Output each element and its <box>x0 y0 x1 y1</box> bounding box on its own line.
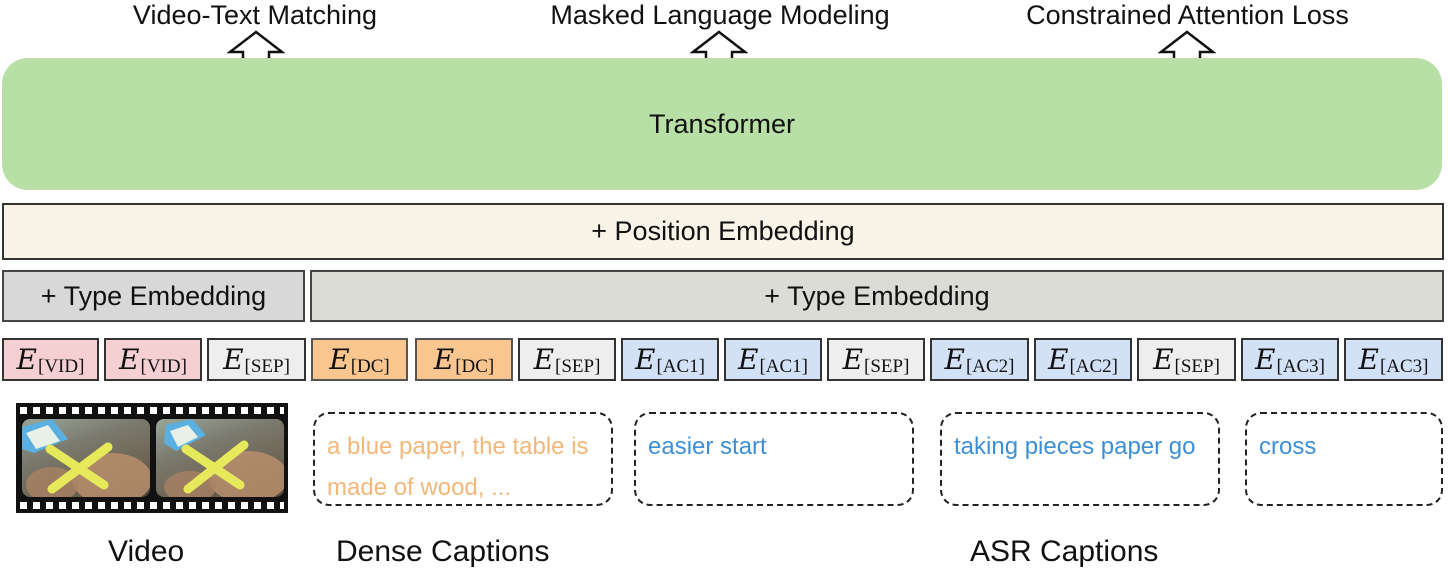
token-symbol: E <box>433 343 455 376</box>
token-symbol: E <box>842 343 864 376</box>
film-holes-bottom <box>20 502 284 509</box>
token-vid: E[VID] <box>2 338 99 381</box>
objective-video-text-matching: Video-Text Matching <box>132 0 378 30</box>
token-ac2: E[AC2] <box>930 338 1029 381</box>
film-holes-top <box>20 407 284 414</box>
video-filmstrip-image <box>16 403 288 513</box>
token-symbol: E <box>1047 343 1069 376</box>
token-subscript: [AC1] <box>656 355 705 377</box>
token-ac2: E[AC2] <box>1034 338 1132 381</box>
token-subscript: [VID] <box>38 355 85 377</box>
token-subscript: [AC2] <box>965 355 1015 377</box>
token-subscript: [SEP] <box>555 355 601 377</box>
token-sep: E[SEP] <box>518 338 616 381</box>
token-subscript: [SEP] <box>1174 355 1220 377</box>
token-subscript: [AC1] <box>759 355 808 377</box>
transformer-label: Transformer <box>648 108 796 139</box>
token-ac3: E[AC3] <box>1344 338 1443 381</box>
token-sep: E[SEP] <box>1137 338 1236 381</box>
position-embedding-label: + Position Embedding <box>591 216 855 246</box>
token-ac3: E[AC3] <box>1241 338 1339 381</box>
token-sep: E[SEP] <box>827 338 925 381</box>
asr-caption-box-1: easier start <box>634 412 914 506</box>
token-symbol: E <box>533 343 555 376</box>
token-symbol: E <box>119 343 140 376</box>
token-symbol: E <box>1358 343 1379 376</box>
token-dc: E[DC] <box>415 338 513 381</box>
asr-caption-box-2: taking pieces paper go <box>940 412 1220 506</box>
token-dc: E[DC] <box>311 338 408 381</box>
token-vid: E[VID] <box>104 338 202 381</box>
token-symbol: E <box>944 343 965 376</box>
token-ac1: E[AC1] <box>724 338 822 381</box>
token-subscript: [AC3] <box>1379 355 1429 377</box>
type-embedding-video: + Type Embedding <box>2 270 305 322</box>
token-symbol: E <box>634 343 656 376</box>
label-asr-captions: ASR Captions <box>970 535 1159 568</box>
transformer-block: Transformer <box>2 58 1442 190</box>
dense-caption-box: a blue paper, the table is made of wood,… <box>313 412 613 506</box>
position-embedding-bar: + Position Embedding <box>2 203 1444 260</box>
token-symbol: E <box>16 343 37 376</box>
token-symbol: E <box>329 343 350 376</box>
token-subscript: [AC3] <box>1276 355 1325 377</box>
asr-caption-text: easier start <box>648 433 767 460</box>
token-subscript: [DC] <box>350 355 390 377</box>
type-embedding-text: + Type Embedding <box>310 270 1444 322</box>
video-frame <box>22 419 150 497</box>
objective-masked-language-modeling: Masked Language Modeling <box>550 0 890 30</box>
label-video: Video <box>108 535 185 568</box>
label-dense-captions: Dense Captions <box>336 535 550 568</box>
token-symbol: E <box>223 343 244 376</box>
token-subscript: [AC2] <box>1069 355 1118 377</box>
token-ac1: E[AC1] <box>621 338 719 381</box>
type-embedding-video-label: + Type Embedding <box>40 280 267 311</box>
token-symbol: E <box>737 343 759 376</box>
token-sep: E[SEP] <box>207 338 306 381</box>
token-subscript: [SEP] <box>244 355 290 377</box>
token-subscript: [DC] <box>455 355 495 377</box>
token-subscript: [SEP] <box>864 355 910 377</box>
objective-constrained-attention-loss: Constrained Attention Loss <box>1026 0 1349 30</box>
token-symbol: E <box>1153 343 1174 376</box>
asr-caption-text: taking pieces paper go <box>954 433 1196 460</box>
video-frame <box>156 419 284 497</box>
token-subscript: [VID] <box>140 355 187 377</box>
type-embedding-text-label: + Type Embedding <box>764 280 990 311</box>
asr-caption-text: cross <box>1259 433 1317 460</box>
asr-caption-box-3: cross <box>1245 412 1443 506</box>
token-symbol: E <box>1254 343 1276 376</box>
dense-caption-text: a blue paper, the table is made of wood,… <box>327 433 589 501</box>
